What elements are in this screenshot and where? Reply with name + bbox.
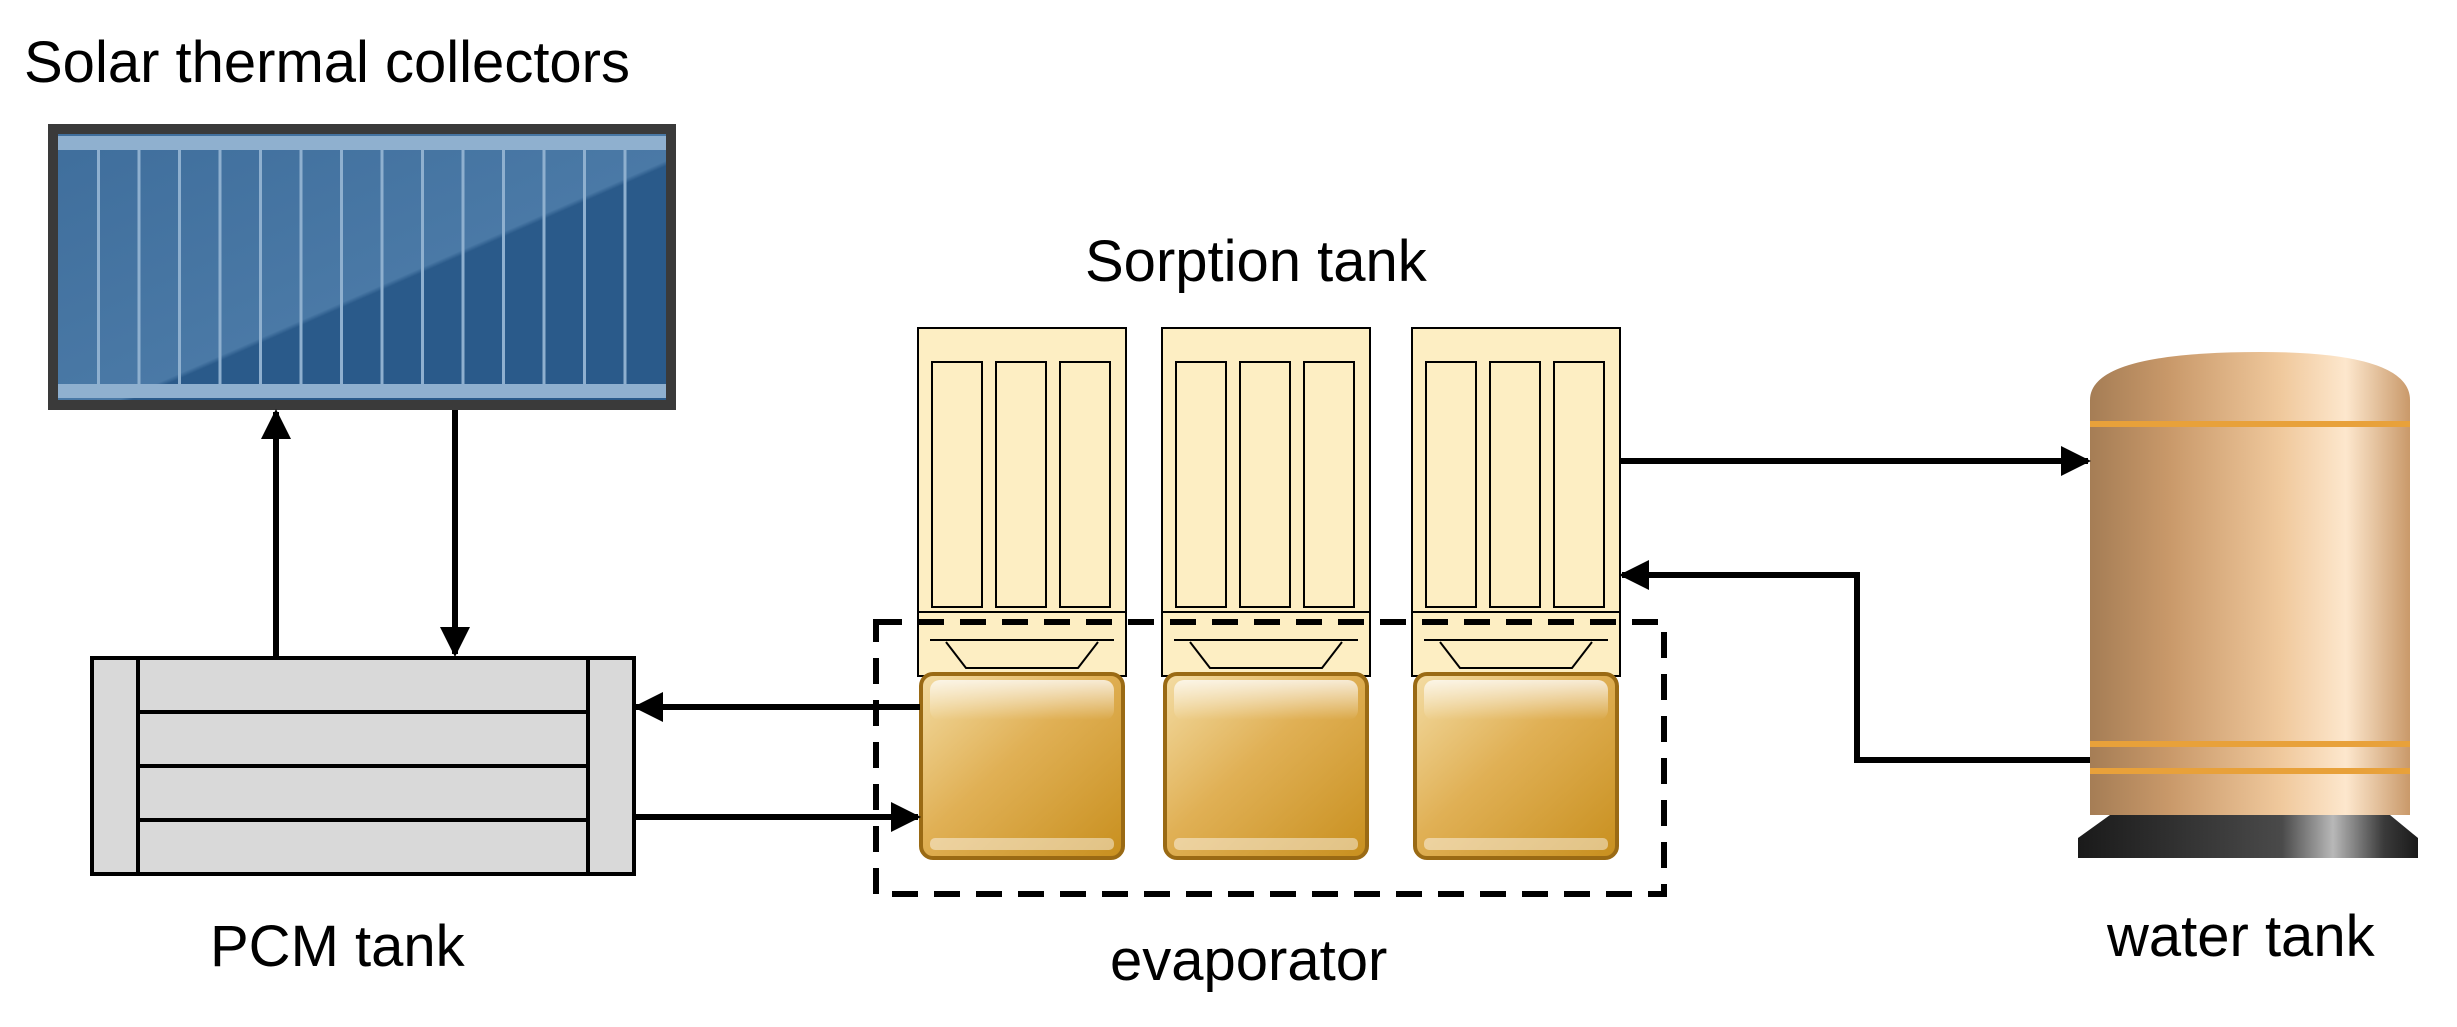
sorption-tank-label: Sorption tank xyxy=(1085,229,1427,294)
sorption-unit xyxy=(1411,327,1621,860)
water-tank-body xyxy=(2090,352,2410,815)
water-tank-base xyxy=(2078,815,2418,858)
sorbent-panel xyxy=(931,361,983,608)
sorption-units xyxy=(917,327,1621,860)
solar-panel xyxy=(58,134,666,400)
solar-bottom-strip xyxy=(58,384,666,398)
sorbent-panel xyxy=(1239,361,1291,608)
tank-funnel xyxy=(945,641,1099,669)
pcm-tank xyxy=(90,656,636,876)
evaporator-highlight xyxy=(1174,838,1358,850)
solar-collector xyxy=(48,124,676,410)
sorbent-panel xyxy=(1489,361,1541,608)
sorbent-panel xyxy=(1303,361,1355,608)
solar-tubes xyxy=(97,150,627,384)
solar-collectors-label: Solar thermal collectors xyxy=(24,30,630,95)
evaporator-highlight xyxy=(1424,680,1608,720)
sorbent-panel xyxy=(1553,361,1605,608)
solar-top-strip xyxy=(58,136,666,150)
sorbent-panel xyxy=(1425,361,1477,608)
water-tank xyxy=(2078,352,2418,858)
arrow-water-to-sorption xyxy=(1619,560,2090,763)
tank-funnel xyxy=(1189,641,1343,669)
evaporator-boundary xyxy=(873,619,1667,897)
water-tank-label: water tank xyxy=(2107,904,2375,969)
flow-arrows xyxy=(261,409,2091,832)
sorption-unit xyxy=(1161,327,1371,860)
tank-funnel xyxy=(1439,641,1593,669)
evaporator-highlight xyxy=(930,838,1114,850)
sorbent-panel xyxy=(1175,361,1227,608)
sorption-unit xyxy=(917,327,1127,860)
sorbent-panel xyxy=(995,361,1047,608)
evaporator-highlight xyxy=(1424,838,1608,850)
evaporator-label: evaporator xyxy=(1110,928,1388,993)
evaporator-highlight xyxy=(930,680,1114,720)
evaporator-highlight xyxy=(1174,680,1358,720)
sorbent-panel xyxy=(1059,361,1111,608)
pcm-tank-label: PCM tank xyxy=(210,914,465,979)
